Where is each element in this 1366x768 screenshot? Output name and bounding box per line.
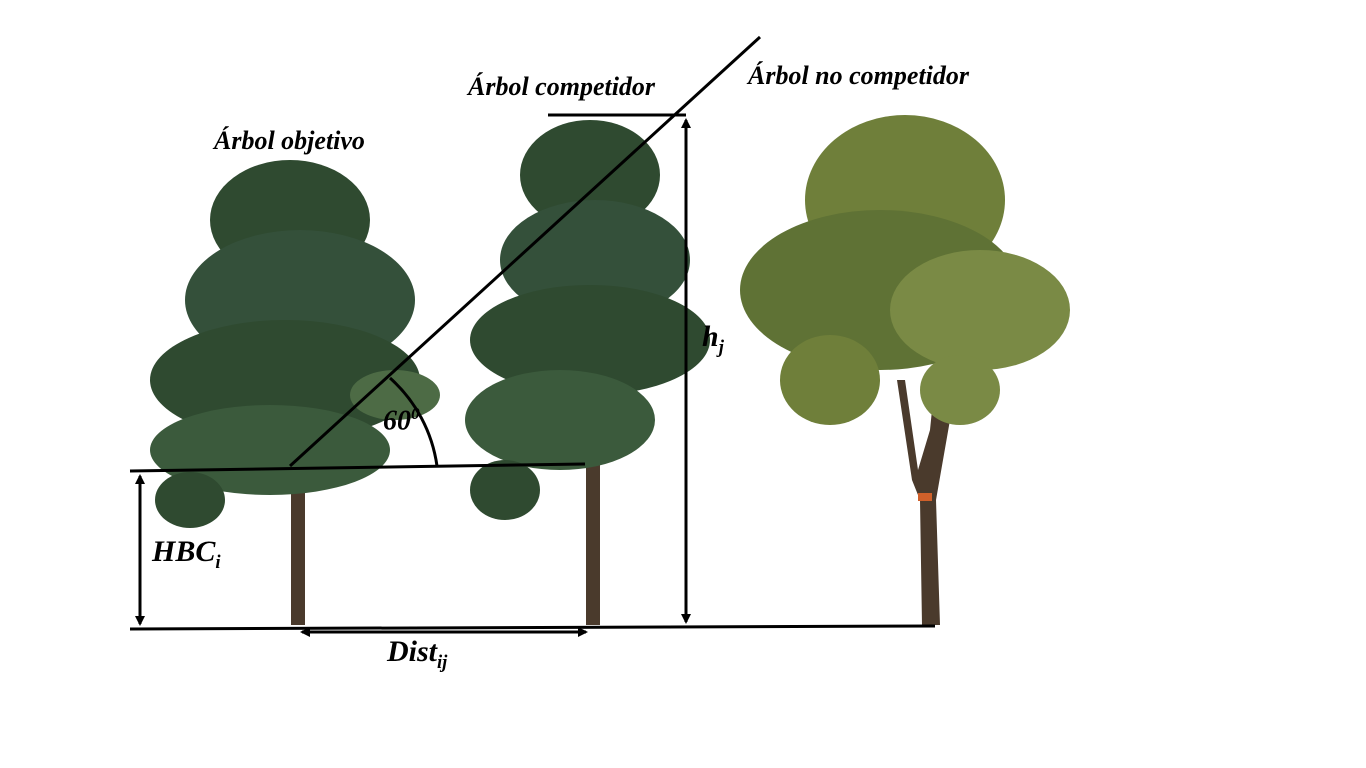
hbc-subscript: i bbox=[215, 552, 221, 573]
hbc-label: HBCi bbox=[152, 535, 221, 574]
hbc-symbol: HBC bbox=[152, 535, 216, 568]
dist-symbol: Dist bbox=[387, 635, 438, 668]
non-competitor-tree-label: Árbol no competidor bbox=[748, 61, 970, 90]
non-competitor-tree bbox=[740, 115, 1070, 625]
height-subscript: j bbox=[718, 337, 724, 358]
crown-base-line bbox=[129, 462, 586, 473]
dist-subscript: ij bbox=[437, 652, 448, 673]
target-tree-label: Árbol objetivo bbox=[214, 126, 365, 155]
angle-value: 60 bbox=[383, 405, 411, 437]
dist-label: Distij bbox=[387, 635, 447, 674]
angle-label: 600 bbox=[383, 404, 420, 437]
ground-line bbox=[129, 624, 936, 631]
competitor-tree bbox=[465, 120, 710, 625]
angle-degree: 0 bbox=[411, 404, 420, 423]
competitor-tree-label: Árbol competidor bbox=[468, 72, 656, 101]
height-label: hj bbox=[702, 320, 724, 359]
angle-arc bbox=[389, 376, 439, 467]
sight-line-60deg bbox=[288, 35, 762, 468]
height-symbol: h bbox=[702, 320, 719, 353]
